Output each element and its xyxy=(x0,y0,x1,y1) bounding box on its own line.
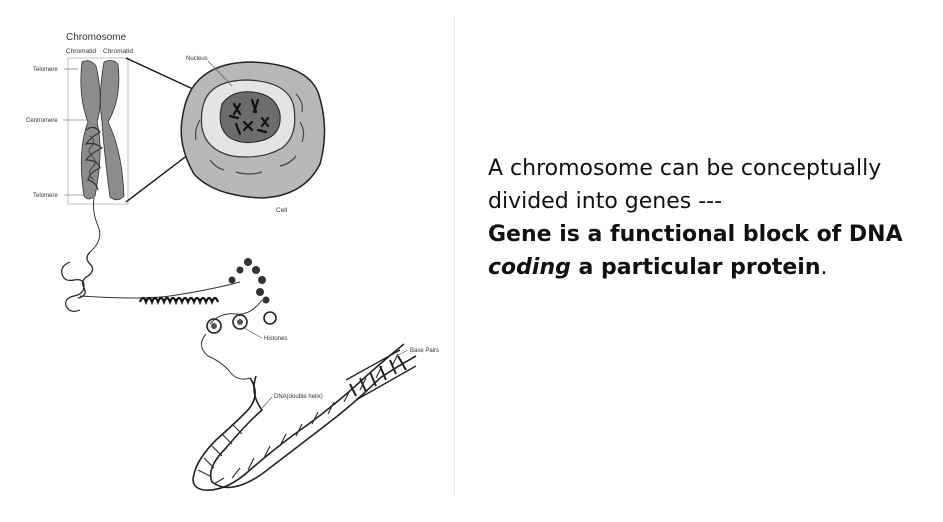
chromosome-shape xyxy=(67,57,129,205)
histones-label: Histones xyxy=(264,336,287,342)
chromatid-label-2: Chromatid xyxy=(103,48,133,55)
diagram-title: Chromosome xyxy=(66,32,126,43)
caption-period: . xyxy=(820,255,828,280)
chromatid-label-1: Chromatid xyxy=(66,48,96,55)
slide-caption: A chromosome can be conceptually divided… xyxy=(488,152,928,284)
dna-double-helix xyxy=(192,343,417,491)
telomere-top-label: Telomere xyxy=(33,67,58,73)
chromatin-fiber xyxy=(61,197,277,380)
caption-line-4: coding a particular protein. xyxy=(488,251,928,284)
centromere-label: Centromere xyxy=(26,118,58,124)
slide-divider xyxy=(454,14,455,496)
chromosome-to-dna-diagram: Chromosome Chromatid Chromatid Telomere … xyxy=(26,32,439,491)
cell-label: Cell xyxy=(276,207,288,214)
cell-shape xyxy=(180,61,326,199)
nucleus-label: Nucleus xyxy=(186,56,208,62)
base-pairs-ladder xyxy=(345,349,417,401)
dna-label: DNA(double helix) xyxy=(274,394,323,400)
base-pairs-label: Base Pairs xyxy=(410,348,439,354)
telomere-bottom-label: Telomere xyxy=(33,193,58,199)
caption-line-1: A chromosome can be conceptually xyxy=(488,156,882,181)
caption-bold-text: a particular protein xyxy=(570,255,821,280)
caption-line-2: divided into genes --- xyxy=(488,189,723,214)
caption-line-3: Gene is a functional block of DNA xyxy=(488,222,903,247)
caption-italic-word: coding xyxy=(488,255,571,280)
